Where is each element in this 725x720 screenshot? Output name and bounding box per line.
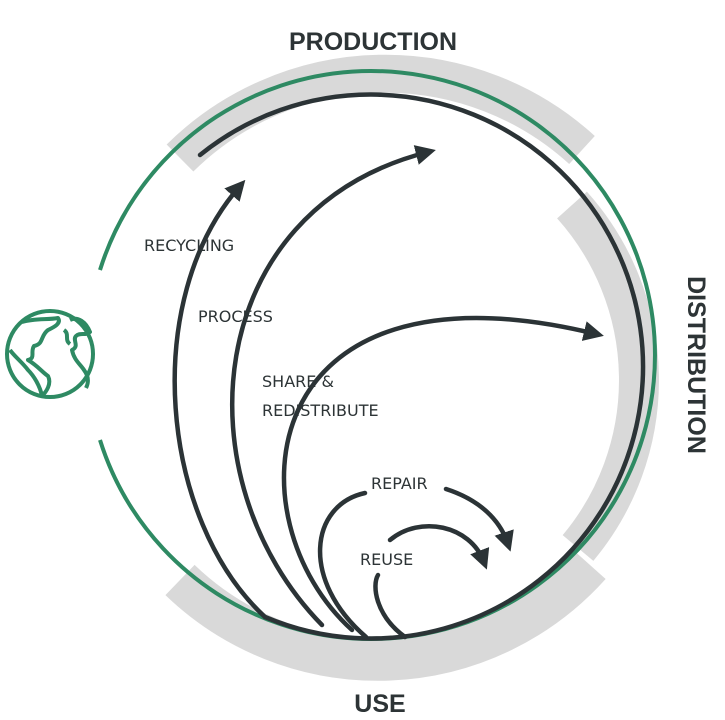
process-label: PROCESS [198,307,273,326]
recycling-label: RECYCLING [144,236,234,255]
use-label: USE [354,690,405,718]
distribution-band [557,191,659,561]
distribution-label: DISTRIBUTION [682,276,710,454]
reuse-loop [373,572,408,640]
repair-loop [317,490,369,640]
main-cycle-line [197,92,646,641]
globe-icon [5,309,95,399]
share-arrow [281,315,604,633]
use-band [165,550,606,681]
recycling-arrow [172,179,268,620]
process-arrow [229,145,436,628]
reuse-label: REUSE [360,550,413,569]
share-label-line1: SHARE & [262,372,334,391]
repair-label: REPAIR [371,474,428,493]
production-label: PRODUCTION [289,28,457,56]
repair-arrow [443,486,514,552]
share-label-line2: REDISTRIBUTE [262,401,379,420]
production-band [166,54,595,172]
reuse-arrow [387,524,490,570]
